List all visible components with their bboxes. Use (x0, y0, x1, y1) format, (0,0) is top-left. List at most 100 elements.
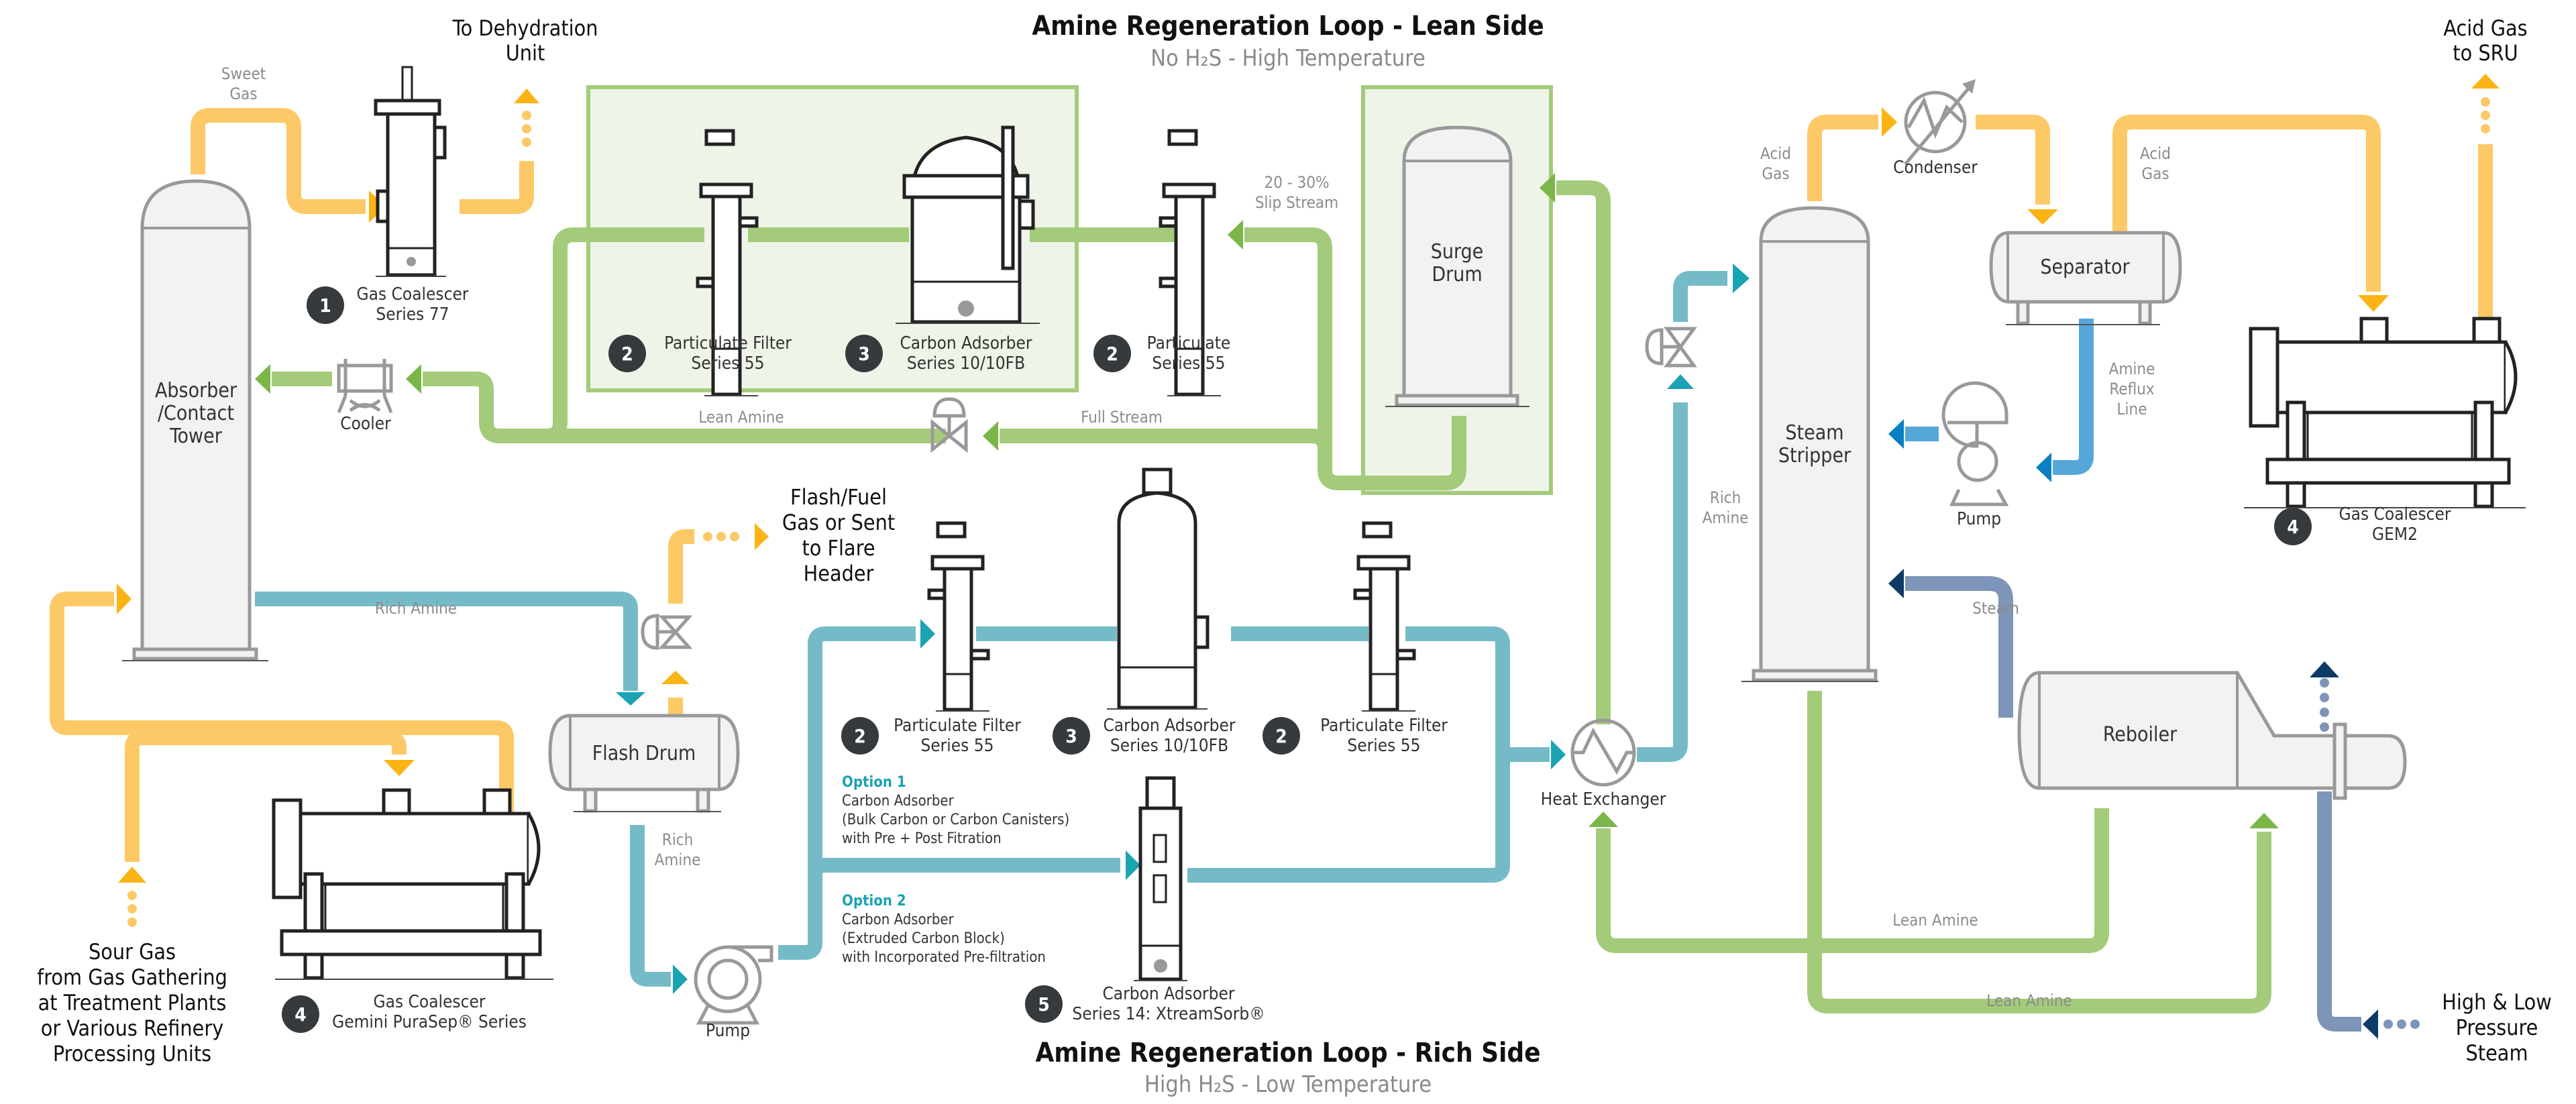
equipment-series: Series 77 (376, 305, 449, 325)
sweet-gas-label-2: Gas (229, 85, 257, 103)
gas-coalescer-gem2[interactable] (2244, 317, 2526, 508)
particulate-filter-lean-1[interactable] (696, 129, 759, 396)
equipment-series: Gemini PuraSep® Series (332, 1012, 527, 1032)
rich-amine-stripper-label-2: Amine (1703, 508, 1749, 527)
control-valve-flash[interactable] (641, 614, 693, 650)
condenser-label: Condenser (1893, 158, 1978, 178)
equipment-name: Particulate Filter (1320, 716, 1448, 736)
arrow-into-gemini (384, 760, 415, 776)
sru-label-1: Acid Gas (2443, 15, 2527, 41)
surge-drum[interactable]: Surge Drum (1385, 125, 1529, 407)
pipe-sweet-gas (191, 108, 366, 214)
pump-rich[interactable]: Pump (694, 945, 773, 1041)
equipment-name: Particulate Filter (664, 333, 792, 353)
equipment-name: Carbon Adsorber (1103, 716, 1235, 736)
control-valve-rich[interactable] (1645, 327, 1697, 368)
flash-fuel-label: Flash/Fuel Gas or Sent to Flare Header (782, 484, 895, 586)
badge-number: 4 (2287, 516, 2299, 538)
arrow-reflux-into-stripper (1888, 419, 1904, 449)
amine-reflux-label-2: Reflux (2109, 380, 2155, 398)
arrow-to-dehydration (514, 89, 539, 103)
full-stream-label: Full Stream (1081, 408, 1163, 427)
dotted-to-sru (2481, 97, 2490, 133)
absorber-tower[interactable]: Absorber /Contact Tower (122, 179, 268, 661)
steam-label: Steam (1972, 599, 2019, 618)
arrow-steam-source (2363, 1009, 2378, 1039)
pipe-amine-reflux (2053, 319, 2094, 475)
lean-amine-top-label: Lean Amine (698, 408, 784, 427)
equipment-label-3: 3 Carbon Adsorber Series 10/10FB (845, 333, 1032, 374)
arrow-into-pump (673, 964, 688, 994)
equipment-label-2: 2 Particulate Filter Series 55 (608, 333, 792, 374)
steam-source-label: High & Low Pressure Steam (2442, 989, 2552, 1066)
equipment-series: Series 10/10FB (907, 353, 1025, 374)
flash-drum-label: Flash Drum (592, 742, 696, 765)
flash-fuel-line-3: to Flare (802, 535, 875, 561)
rich-side-subtitle: High H₂S - Low Temperature (1144, 1071, 1432, 1098)
pipe-steam-source (2317, 791, 2361, 1032)
slip-stream-label-1: 20 - 30% (1265, 173, 1330, 192)
stripper-label-2: Stripper (1778, 444, 1851, 467)
control-valve-full-stream[interactable] (930, 397, 968, 453)
arrow-into-xtreamsorb (1126, 850, 1140, 880)
equipment-name: Gas Coalescer (373, 992, 485, 1012)
arrow-into-stripper (1733, 264, 1750, 293)
equipment-series: Series 55 (1347, 736, 1420, 756)
arrow-into-hx-lean (1589, 812, 1618, 827)
sour-gas-line-5: Processing Units (53, 1041, 211, 1066)
pipe-hx-to-surge (1556, 180, 1611, 724)
heat-exchanger[interactable]: Heat Exchanger (1541, 718, 1666, 810)
option-title: Option 2 (842, 893, 906, 909)
separator[interactable]: Separator (1989, 231, 2182, 325)
arrow-into-surge (1540, 173, 1555, 203)
carbon-adsorber-xtreamsorb[interactable] (1134, 776, 1187, 981)
separator-label: Separator (2040, 256, 2130, 279)
condenser[interactable]: Condenser (1893, 79, 1978, 178)
carbon-adsorber-lean[interactable] (896, 125, 1040, 324)
amine-reflux-label-1: Amine (2109, 360, 2155, 378)
badge-number: 5 (1038, 993, 1050, 1015)
pipe-filter-out (423, 227, 704, 443)
particulate-filter-rich-2[interactable] (1353, 521, 1416, 712)
rich-amine-flash-label-1: Rich (662, 830, 694, 849)
particulate-filter-rich-1[interactable] (927, 521, 990, 712)
sru-label-2: to SRU (2453, 40, 2518, 66)
flash-fuel-line-4: Header (804, 561, 874, 586)
arrow-into-reboiler (2249, 813, 2279, 828)
equipment-name: Carbon Adsorber (900, 333, 1032, 353)
pipe-to-dehydration (460, 161, 534, 214)
amine-reflux-label-3: Line (2117, 400, 2147, 419)
badge-number: 3 (1065, 725, 1077, 747)
option-2-note: Option 2 Carbon Adsorber (Extruded Carbo… (842, 893, 1046, 966)
arrow-into-absorber (117, 584, 131, 614)
equipment-series: Series 55 (920, 736, 994, 756)
option-title: Option 1 (842, 774, 906, 791)
stripper-label-1: Steam (1785, 421, 1843, 445)
cooler[interactable]: Cooler (337, 359, 393, 434)
arrow-into-flash-drum (616, 692, 645, 706)
flash-fuel-line-1: Flash/Fuel (790, 484, 887, 510)
dotted-flash-gas (703, 532, 739, 541)
gas-coalescer-gemini-purasep[interactable] (272, 788, 553, 980)
arrow-to-sru (2471, 74, 2500, 89)
reboiler[interactable]: Reboiler (2017, 671, 2407, 800)
equipment-name: Gas Coalescer (2339, 504, 2451, 525)
gas-coalescer-77[interactable] (374, 66, 447, 277)
particulate-filter-lean-2[interactable] (1159, 129, 1221, 396)
pump-reflux[interactable]: Pump (1941, 381, 2009, 529)
pipe-condenser-to-separator (1976, 115, 2050, 205)
carbon-adsorber-rich[interactable] (1107, 467, 1210, 710)
pipe-slip-stream (1244, 227, 1332, 449)
equipment-label-8: 2 Particulate Filter Series 55 (1263, 716, 1448, 756)
option-line: with Incorporated Pre-filtration (842, 949, 1046, 966)
flash-drum[interactable]: Flash Drum (548, 714, 740, 813)
sweet-gas-label-1: Sweet (221, 64, 266, 83)
steam-stripper[interactable]: Steam Stripper (1741, 206, 1878, 682)
arrow-slip-stream (1228, 220, 1243, 250)
equipment-name: Particulate Filter (894, 716, 1021, 736)
arrow-steam-exit (2310, 661, 2339, 677)
pipe-hx-to-stripper (1637, 402, 1688, 762)
option-1-note: Option 1 Carbon Adsorber (Bulk Carbon or… (842, 774, 1069, 847)
sour-gas-line-1: Sour Gas (89, 939, 176, 964)
acid-gas-2-label-2: Gas (2141, 164, 2169, 183)
